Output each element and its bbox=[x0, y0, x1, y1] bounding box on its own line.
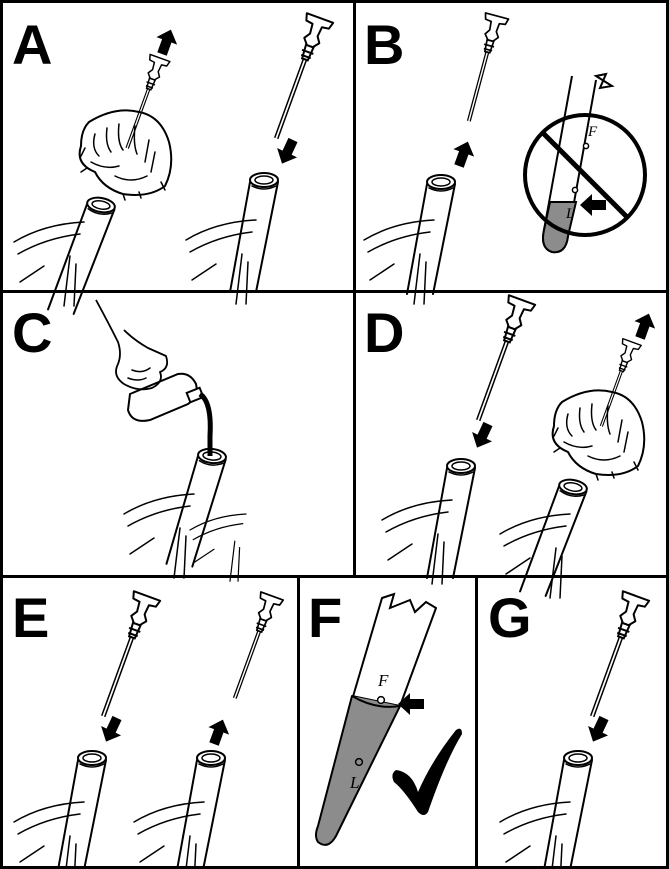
panel-c: C bbox=[12, 300, 246, 581]
panel-e: E bbox=[12, 586, 283, 869]
panel-e-label: E bbox=[12, 586, 49, 649]
full-mark-label: F bbox=[587, 124, 598, 140]
engine-outline bbox=[14, 222, 84, 306]
full-mark-label: F bbox=[377, 671, 389, 690]
dipstick-icon bbox=[457, 13, 508, 124]
dipstick-icon bbox=[90, 591, 160, 721]
arrow-icon bbox=[272, 135, 303, 168]
oil-bottle-icon bbox=[128, 374, 210, 456]
arrow-icon bbox=[152, 26, 182, 58]
panel-b: B F L bbox=[364, 13, 645, 304]
dipstick-tube-icon bbox=[166, 445, 226, 568]
panel-f-label: F bbox=[308, 586, 342, 649]
panel-c-label: C bbox=[12, 301, 52, 364]
panel-d-label: D bbox=[364, 301, 404, 364]
low-mark-label: L bbox=[565, 206, 574, 222]
dipstick-icon bbox=[224, 592, 284, 702]
dipstick-tube-icon bbox=[177, 751, 225, 869]
checkmark-icon bbox=[392, 729, 462, 815]
panel-g-label: G bbox=[488, 586, 532, 649]
dipstick-tube-icon bbox=[48, 192, 116, 318]
low-mark-label: L bbox=[349, 773, 359, 792]
rag-icon bbox=[553, 390, 645, 480]
dipstick-tube-icon bbox=[58, 751, 106, 869]
arrow-icon bbox=[630, 310, 660, 342]
dipstick-icon bbox=[579, 591, 649, 721]
engine-outline bbox=[134, 802, 204, 869]
arrow-icon bbox=[96, 713, 127, 746]
arrow-icon bbox=[204, 716, 234, 748]
engine-outline bbox=[14, 802, 84, 869]
dipstick-tube-icon bbox=[544, 751, 592, 869]
panel-f: F F L bbox=[308, 586, 462, 845]
engine-outline bbox=[382, 500, 452, 584]
panel-a-label: A bbox=[12, 13, 52, 76]
panel-b-label: B bbox=[364, 13, 404, 76]
panel-g: G bbox=[488, 586, 649, 869]
hand-icon bbox=[80, 110, 172, 200]
arrow-icon bbox=[583, 713, 614, 746]
arrow-icon bbox=[398, 693, 424, 715]
engine-outline bbox=[500, 802, 570, 869]
panel-d: D bbox=[364, 295, 659, 600]
arrow-icon bbox=[449, 138, 479, 170]
dipstick-icon bbox=[263, 13, 333, 143]
oil-stream bbox=[200, 394, 210, 456]
hand-icon bbox=[96, 300, 167, 389]
dipstick-tube-icon bbox=[230, 173, 278, 292]
dipstick-tube-icon bbox=[520, 474, 588, 600]
panel-a: A bbox=[12, 13, 333, 318]
arrow-icon bbox=[580, 194, 606, 216]
dipstick-icon bbox=[465, 295, 535, 425]
arrow-icon bbox=[467, 419, 498, 452]
